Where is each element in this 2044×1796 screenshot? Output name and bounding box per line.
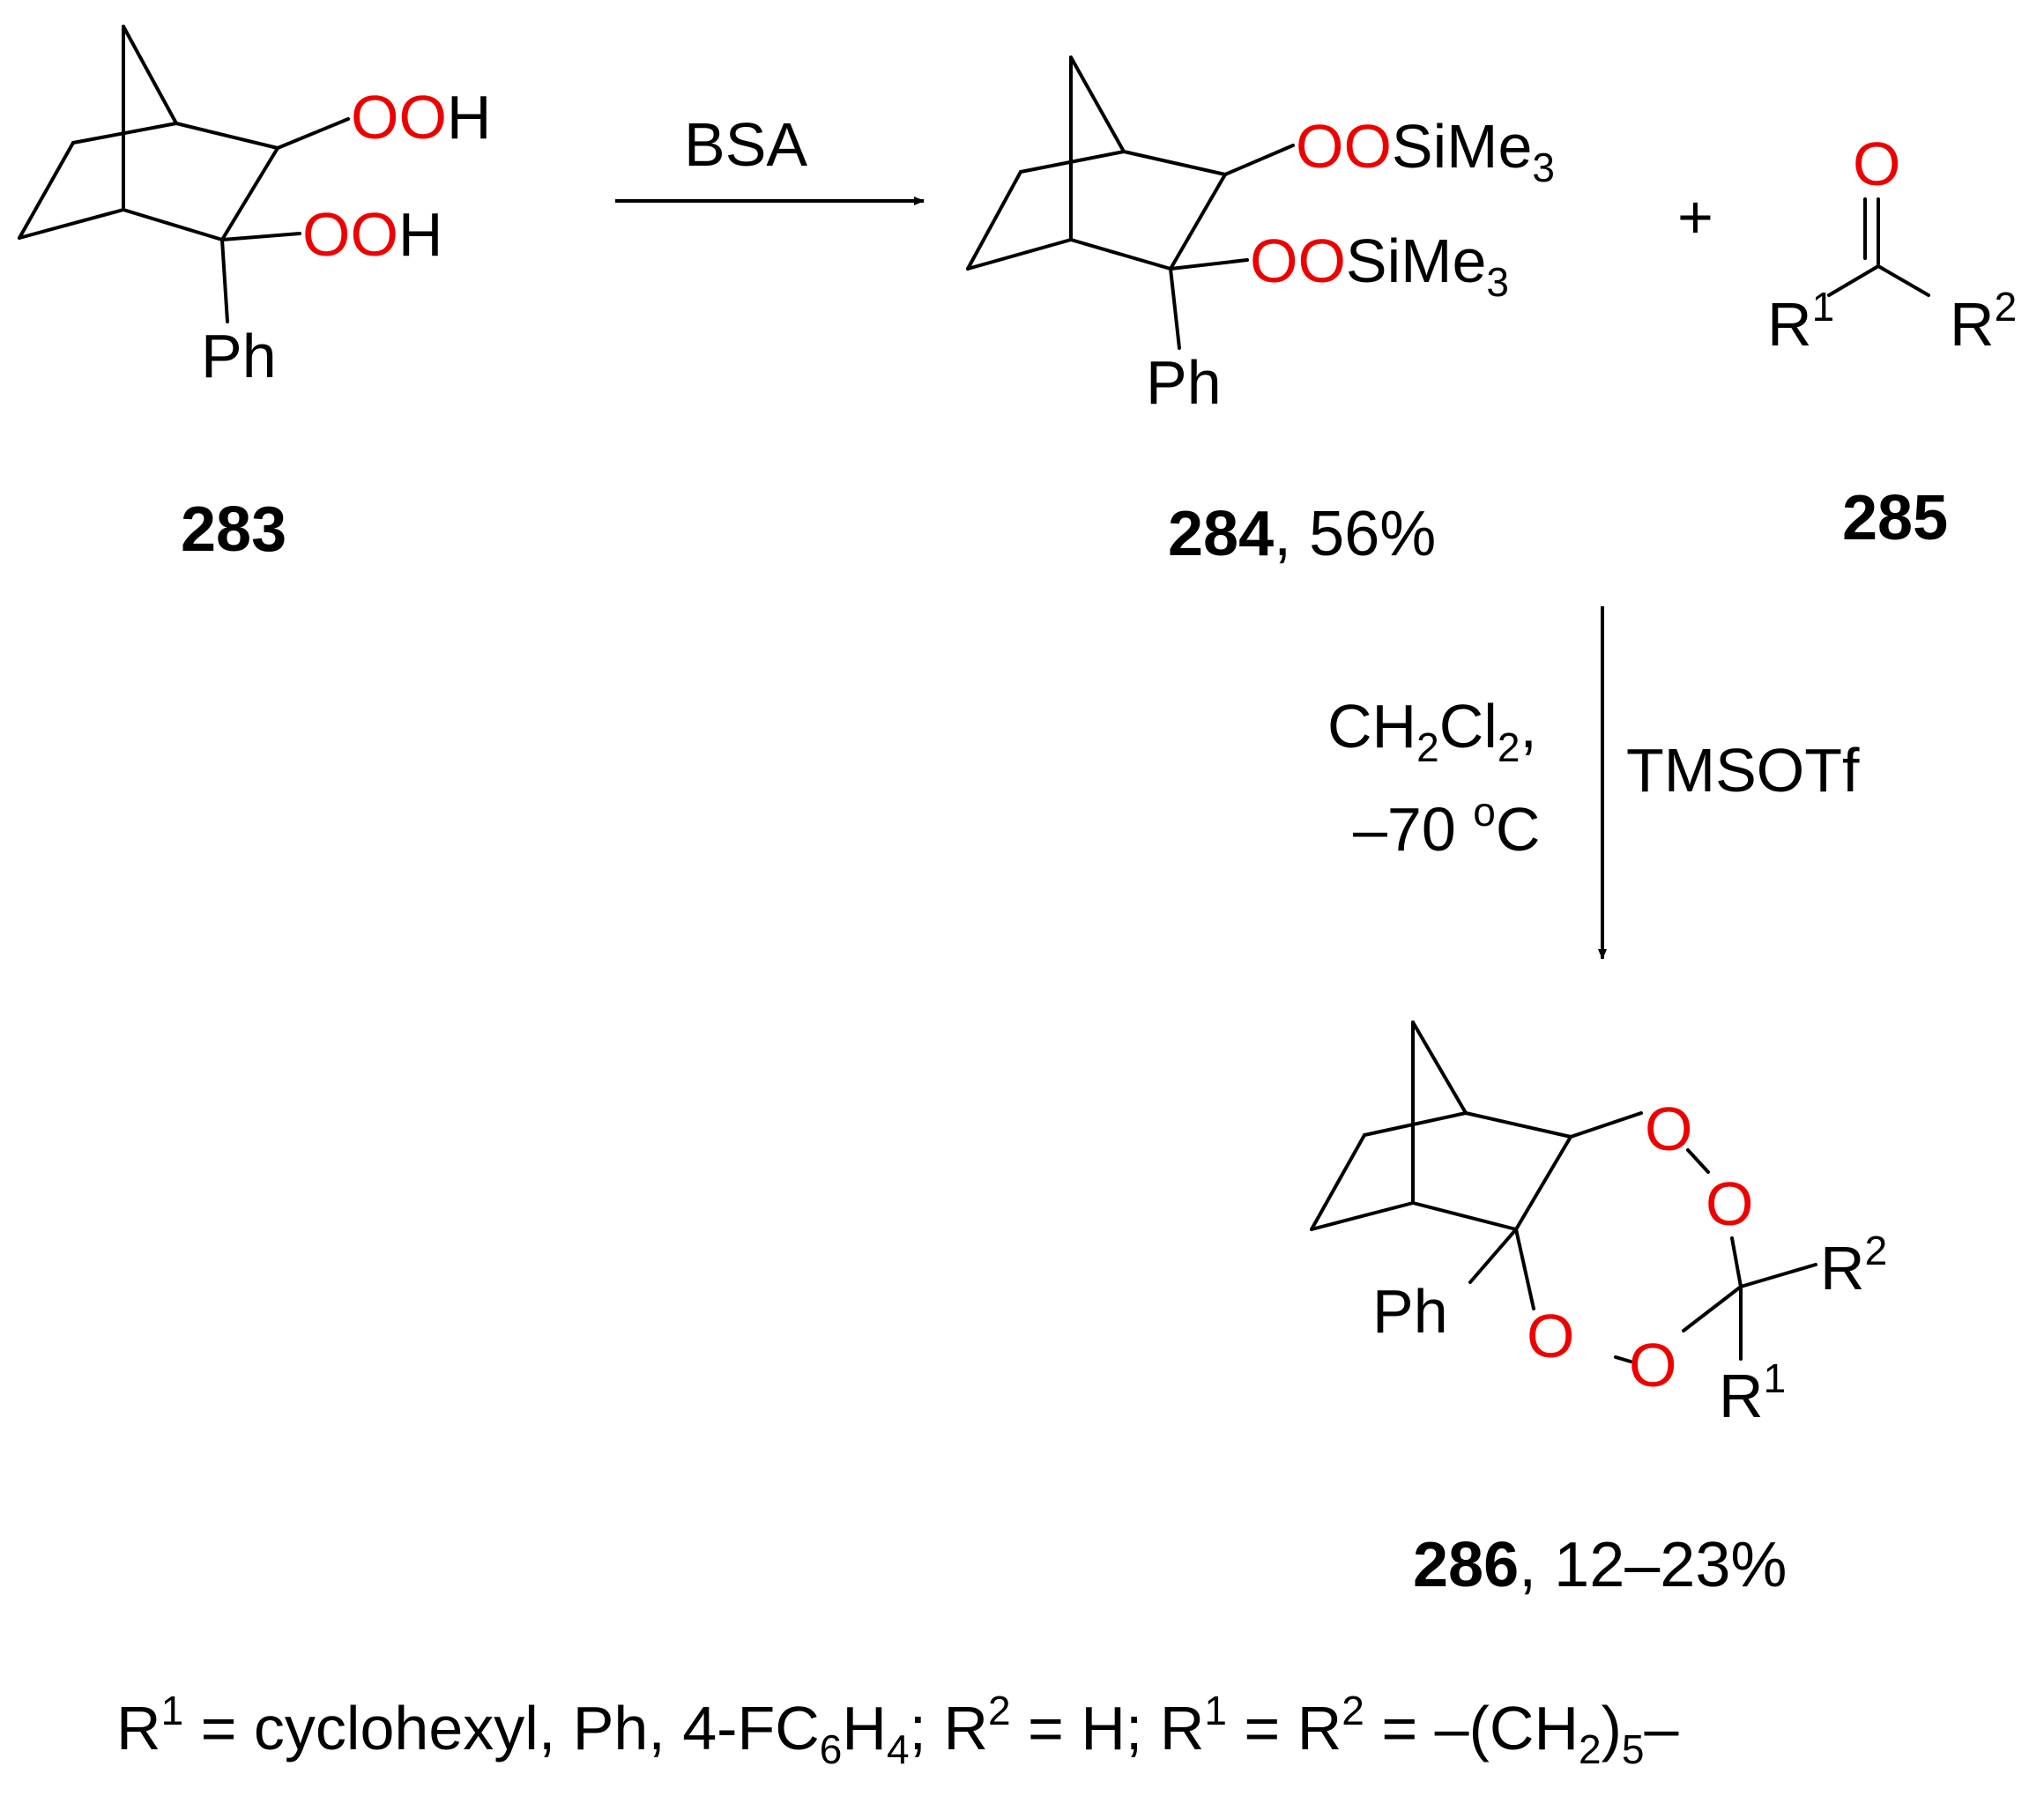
bond xyxy=(220,146,279,241)
bond xyxy=(71,122,178,145)
bond xyxy=(220,238,229,323)
trimethylsilylperoxy-group-bottom: OOSiMe3 xyxy=(1250,226,1509,305)
bond xyxy=(1614,1355,1632,1363)
r1-label: R1 xyxy=(1767,284,1834,359)
bond xyxy=(1468,1228,1518,1284)
bond xyxy=(1169,267,1181,350)
hydroperoxy-group-top: OOH xyxy=(351,83,491,152)
bond xyxy=(1169,258,1249,271)
bond xyxy=(1682,1285,1743,1332)
bond xyxy=(1411,1201,1518,1231)
plus-sign: + xyxy=(1677,182,1713,251)
arrow-1: BSA xyxy=(615,110,925,205)
peroxide-oxygen: O xyxy=(1629,1331,1676,1399)
phenyl-label: Ph xyxy=(201,322,277,390)
bond xyxy=(1310,1201,1415,1231)
bond xyxy=(1411,1020,1468,1115)
peroxide-oxygen: O xyxy=(1645,1095,1692,1163)
compound-286-bonds xyxy=(1310,1020,1817,1363)
compound-283: OOH OOH Ph 283 xyxy=(18,25,491,565)
r2-label: R2 xyxy=(1950,284,2017,359)
bond xyxy=(1464,1111,1572,1139)
bond xyxy=(122,25,178,125)
bond xyxy=(18,141,75,240)
bond xyxy=(966,238,1073,271)
carbonyl-oxygen: O xyxy=(1853,130,1900,198)
compound-285-label: 285 xyxy=(1842,483,1948,553)
bond xyxy=(1827,264,1880,297)
solvent-label: CH2Cl2, xyxy=(1327,692,1537,770)
peroxide-oxygen: O xyxy=(1527,1302,1574,1370)
bond xyxy=(1169,173,1227,271)
bond xyxy=(1569,1111,1643,1139)
compound-284-bonds xyxy=(966,56,1295,350)
phenyl-label: Ph xyxy=(1372,1277,1448,1346)
hydroperoxy-group-bottom: OOH xyxy=(302,200,442,269)
bond xyxy=(1019,150,1126,174)
r2-label: R2 xyxy=(1820,1228,1887,1302)
r1-label: R1 xyxy=(1719,1355,1786,1430)
arrow-2: CH2Cl2, –70 oC TMSOTf xyxy=(1327,606,1860,960)
compound-286: O O O O Ph R2 R1 286, 12–23% xyxy=(1310,1020,1887,1600)
reagent-tmsotf: TMSOTf xyxy=(1626,736,1860,805)
compound-283-bonds xyxy=(18,25,350,323)
bond xyxy=(18,208,125,240)
bond xyxy=(1069,56,1126,153)
bond xyxy=(276,117,350,150)
trimethylsilylperoxy-group-top: OOSiMe3 xyxy=(1296,112,1555,190)
bond xyxy=(220,232,301,241)
bond xyxy=(1514,1135,1572,1231)
reagent-bsa: BSA xyxy=(684,110,807,179)
peroxide-oxygen: O xyxy=(1706,1169,1753,1238)
bond xyxy=(1739,1263,1817,1288)
compound-284: OOSiMe3 OOSiMe3 Ph 284, 56% xyxy=(966,56,1555,569)
temperature-label: –70 oC xyxy=(1353,789,1540,864)
bond xyxy=(1686,1148,1710,1174)
substituent-footnote: R1 = cyclohexyl, Ph, 4-FC6H4; R2 = H; R1… xyxy=(116,1688,1679,1772)
compound-283-label: 283 xyxy=(181,494,286,565)
compound-285: O R1 R2 285 xyxy=(1767,130,2017,553)
bond xyxy=(122,208,224,241)
bond xyxy=(1122,150,1227,176)
bond xyxy=(1363,1111,1468,1137)
bond xyxy=(1223,144,1295,176)
compound-286-label: 286, 12–23% xyxy=(1413,1530,1787,1600)
bond xyxy=(1877,264,1930,297)
phenyl-label: Ph xyxy=(1146,348,1222,417)
bond xyxy=(1069,238,1172,271)
bond xyxy=(966,170,1022,271)
bond xyxy=(1730,1236,1743,1288)
bond xyxy=(1514,1228,1535,1310)
bond xyxy=(1310,1133,1366,1231)
bond xyxy=(175,122,279,150)
compound-284-label: 284, 56% xyxy=(1168,499,1436,569)
